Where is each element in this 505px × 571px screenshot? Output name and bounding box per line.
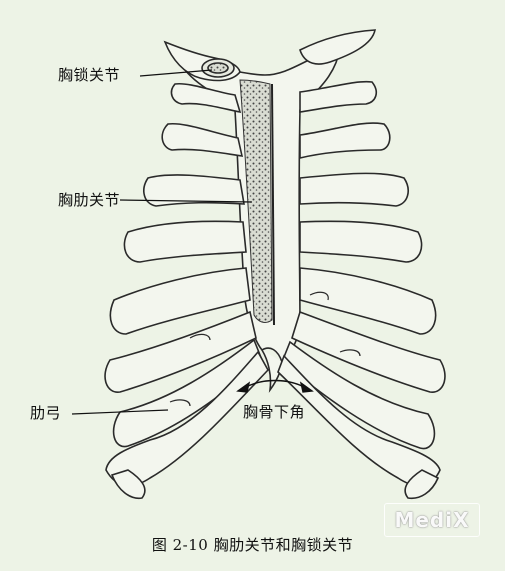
leader-lines [71, 69, 253, 415]
leader-costal-arch [71, 409, 169, 415]
watermark-logo: MediX [384, 503, 480, 537]
costal-cartilage-marks [169, 291, 361, 407]
leader-sternocostal [119, 199, 253, 203]
infrasternal-angle-arrow [236, 379, 314, 393]
left-ribs [104, 82, 269, 500]
figure-caption: 图 2-10 胸肋关节和胸锁关节 [151, 536, 354, 554]
label-infrasternal-angle: 胸骨下角 [243, 403, 306, 421]
clavicles [163, 29, 376, 82]
label-costal-arch: 肋弓 [30, 404, 62, 422]
right-ribs [277, 80, 446, 500]
label-sternoclavicular-joint: 胸锁关节 [58, 66, 121, 84]
label-sternocostal-joints: 胸肋关节 [58, 191, 121, 209]
leader-sternoclavicular [139, 69, 213, 77]
